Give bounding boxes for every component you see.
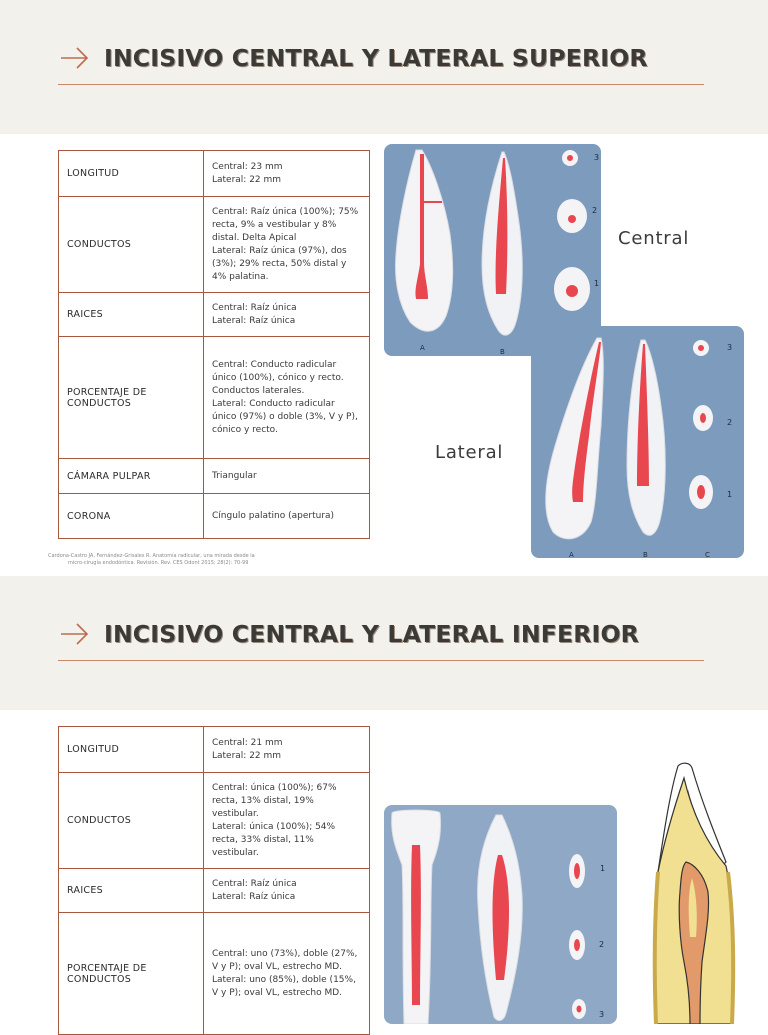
row-key: PORCENTAJE DE CONDUCTOS (58, 336, 204, 459)
central-label: Central (618, 228, 690, 249)
row-key: CONDUCTOS (58, 196, 204, 293)
table-row: CÁMARA PULPAR Triangular (58, 458, 370, 494)
row-value: Central: Raíz única Lateral: Raíz única (203, 868, 370, 913)
title-divider (58, 660, 704, 661)
central-incisor-image: 3 2 1 A B (384, 144, 601, 356)
info-table: LONGITUD Central: 23 mm Lateral: 22 mm C… (58, 150, 370, 539)
lateral-incisor-image: 3 2 1 A B C (531, 326, 744, 558)
table-row: PORCENTAJE DE CONDUCTOS Central: Conduct… (58, 336, 370, 459)
row-value: Central: uno (73%), doble (27%, V y P); … (203, 912, 370, 1035)
tooth-section-illustration (648, 762, 740, 1024)
figure-number: 2 (592, 206, 597, 215)
figure-letter: B (500, 348, 505, 356)
row-value: Cíngulo palatino (apertura) (203, 493, 370, 539)
row-key: PORCENTAJE DE CONDUCTOS (58, 912, 204, 1035)
table-row: LONGITUD Central: 21 mm Lateral: 22 mm (58, 726, 370, 773)
row-key: RAICES (58, 292, 204, 337)
arrow-right-icon (61, 623, 89, 645)
figure-letter: B (643, 551, 648, 558)
figure-number: 3 (599, 1010, 604, 1019)
citation: Cardona-Castro JA, Fernández-Grisales R.… (48, 553, 348, 567)
citation-line: Cardona-Castro JA, Fernández-Grisales R.… (48, 553, 255, 559)
section-title: INCISIVO CENTRAL Y LATERAL SUPERIOR (104, 44, 648, 72)
figure-letter: C (705, 551, 710, 558)
section-title: INCISIVO CENTRAL Y LATERAL INFERIOR (104, 620, 639, 648)
figure-number: 1 (594, 279, 599, 288)
figure-number: 1 (727, 490, 732, 499)
info-table: LONGITUD Central: 21 mm Lateral: 22 mm C… (58, 726, 370, 1035)
section-header-band (0, 0, 768, 134)
figure-number: 2 (599, 940, 604, 949)
table-row: CORONA Cíngulo palatino (apertura) (58, 493, 370, 539)
row-key: LONGITUD (58, 726, 204, 773)
row-value: Central: 23 mm Lateral: 22 mm (203, 150, 370, 197)
row-key: CORONA (58, 493, 204, 539)
title-divider (58, 84, 704, 85)
table-row: CONDUCTOS Central: única (100%); 67% rec… (58, 772, 370, 869)
table-row: RAICES Central: Raíz única Lateral: Raíz… (58, 868, 370, 913)
table-row: RAICES Central: Raíz única Lateral: Raíz… (58, 292, 370, 337)
table-row: PORCENTAJE DE CONDUCTOS Central: uno (73… (58, 912, 370, 1035)
section-header-band (0, 576, 768, 710)
row-value: Central: única (100%); 67% recta, 13% di… (203, 772, 370, 869)
table-row: LONGITUD Central: 23 mm Lateral: 22 mm (58, 150, 370, 197)
lateral-label: Lateral (435, 442, 504, 463)
citation-line: micro-cirugía endodóntica. Revisión. Rev… (68, 560, 249, 566)
row-key: CÁMARA PULPAR (58, 458, 204, 494)
figure-number: 3 (727, 343, 732, 352)
figure-letter: A (420, 344, 425, 352)
figure-number: 3 (594, 153, 599, 162)
row-key: LONGITUD (58, 150, 204, 197)
figure-number: 2 (727, 418, 732, 427)
row-value: Central: 21 mm Lateral: 22 mm (203, 726, 370, 773)
row-key: RAICES (58, 868, 204, 913)
lower-incisor-image: 1 2 3 (384, 805, 617, 1024)
figure-number: 1 (600, 864, 605, 873)
figure-letter: A (569, 551, 574, 558)
row-value: Central: Raíz única Lateral: Raíz única (203, 292, 370, 337)
row-key: CONDUCTOS (58, 772, 204, 869)
row-value: Triangular (203, 458, 370, 494)
arrow-right-icon (61, 47, 89, 69)
table-row: CONDUCTOS Central: Raíz única (100%); 75… (58, 196, 370, 293)
row-value: Central: Raíz única (100%); 75% recta, 9… (203, 196, 370, 293)
row-value: Central: Conducto radicular único (100%)… (203, 336, 370, 459)
